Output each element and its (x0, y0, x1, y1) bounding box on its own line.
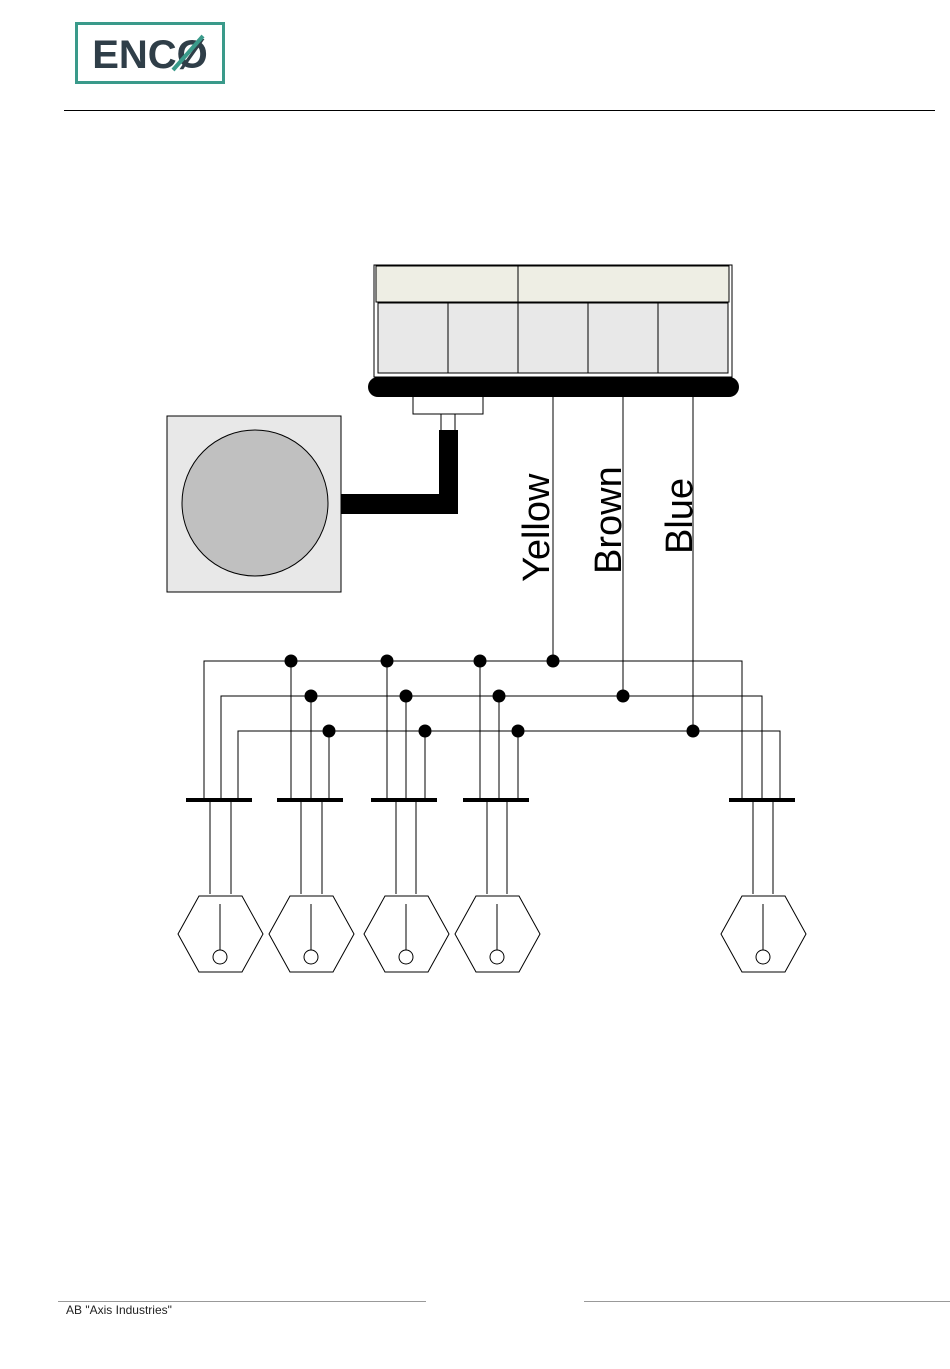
device-unit (167, 416, 341, 592)
sensor-4 (455, 798, 540, 972)
footer-divider (58, 1301, 426, 1302)
sensor-5 (721, 798, 806, 972)
wire-label-brown: Brown (588, 466, 630, 574)
sensor-3 (364, 798, 449, 972)
footer-divider-right (584, 1301, 950, 1302)
wire-label-yellow: Yellow (516, 473, 558, 582)
footer-company: AB "Axis Industries" (66, 1303, 172, 1317)
sensor-2 (269, 798, 354, 972)
cable-connector (413, 397, 483, 430)
thick-cable (341, 494, 458, 514)
sensor-1 (178, 798, 263, 972)
wire-label-blue: Blue (659, 478, 701, 554)
terminal-block (368, 265, 739, 397)
